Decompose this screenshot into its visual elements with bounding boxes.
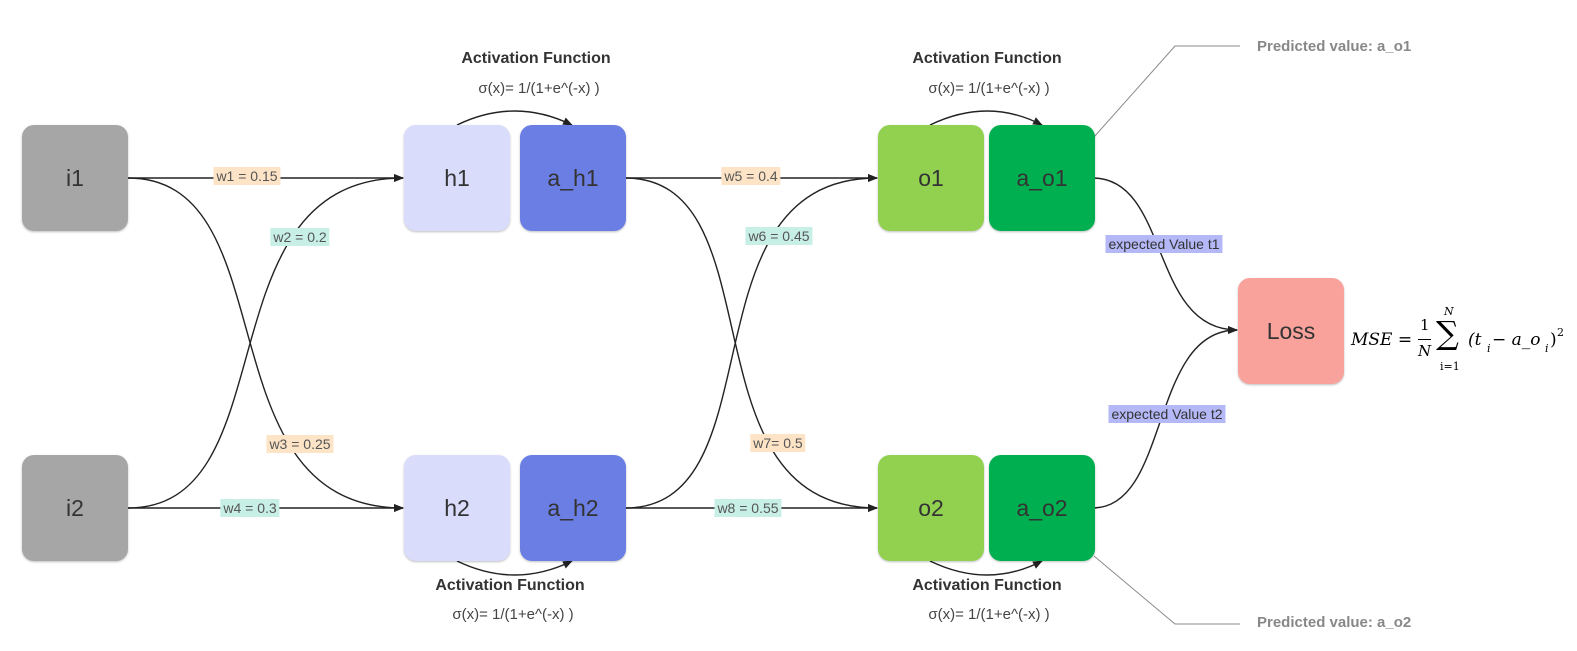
activation-arc-o2	[929, 560, 1043, 576]
mse-frac-bar	[1418, 339, 1431, 340]
mse-sum-lower: i=1	[1440, 360, 1460, 373]
activation-arc-h1	[456, 110, 573, 126]
target-label-t2: expected Value t2	[1108, 405, 1226, 423]
mse-exponent: 2	[1557, 326, 1564, 339]
activation-arc-h2	[456, 560, 573, 576]
activation-formula-o2: σ(x)= 1/(1+e^(-x) )	[928, 606, 1050, 623]
activation-arc-o1	[929, 110, 1043, 126]
mse-term-sub-o: i	[1545, 342, 1549, 355]
activation-title-o2: Activation Function	[912, 577, 1062, 594]
activation-formula-h1: σ(x)= 1/(1+e^(-x) )	[478, 80, 600, 97]
mse-term-close: )	[1550, 330, 1557, 350]
predicted-value-a-o2: Predicted value: a_o2	[1257, 614, 1412, 631]
node-i1: i1	[22, 125, 128, 231]
weight-label-w6: w6 = 0.45	[745, 227, 813, 245]
node-a-h1: a_h1	[520, 125, 626, 231]
edge-ao1-loss	[1093, 177, 1238, 334]
callout-line-a-o1	[1093, 45, 1240, 138]
predicted-value-a-o1: Predicted value: a_o1	[1257, 38, 1412, 55]
mse-term-open: (t	[1468, 330, 1482, 350]
edge-ah2-o1	[624, 174, 878, 509]
node-a-o1: a_o1	[989, 125, 1095, 231]
edge-i2-h1	[127, 174, 404, 509]
node-o2: o2	[878, 455, 984, 561]
node-o1: o1	[878, 125, 984, 231]
node-a-o2: a_o2	[989, 455, 1095, 561]
mse-sum-symbol: ∑	[1436, 314, 1459, 352]
mse-lhs: MSE =	[1351, 330, 1413, 350]
node-loss: Loss	[1238, 278, 1344, 384]
weight-label-w5: w5 = 0.4	[721, 167, 781, 185]
weight-label-w2: w2 = 0.2	[270, 228, 330, 246]
activation-title-o1: Activation Function	[912, 50, 1062, 67]
activation-formula-h2: σ(x)= 1/(1+e^(-x) )	[452, 606, 574, 623]
callout-line-a-o2	[1093, 555, 1240, 625]
node-i2: i2	[22, 455, 128, 561]
node-h1: h1	[404, 125, 510, 231]
target-label-t1: expected Value t1	[1105, 235, 1223, 253]
edge-i1-h2	[127, 177, 404, 512]
activation-title-h1: Activation Function	[461, 50, 611, 67]
weight-label-w3: w3 = 0.25	[266, 435, 334, 453]
node-a-h2: a_h2	[520, 455, 626, 561]
weight-label-w8: w8 = 0.55	[714, 499, 782, 517]
mse-term-mid: − a_o	[1492, 330, 1541, 350]
mse-frac-numerator: 1	[1420, 316, 1430, 334]
weight-label-w1: w1 = 0.15	[213, 167, 281, 185]
activation-title-h2: Activation Function	[435, 577, 585, 594]
weight-label-w4: w4 = 0.3	[220, 499, 280, 517]
mse-frac-denominator: N	[1418, 342, 1432, 360]
node-h2: h2	[404, 455, 510, 561]
mse-formula: MSE = 1 N N ∑ i=1 (t i − a_o i ) 2	[1351, 300, 1571, 380]
mse-term-sub-t: i	[1487, 342, 1491, 355]
mse-sum-upper: N	[1444, 305, 1454, 318]
weight-label-w7: w7= 0.5	[750, 434, 806, 452]
activation-formula-o1: σ(x)= 1/(1+e^(-x) )	[928, 80, 1050, 97]
